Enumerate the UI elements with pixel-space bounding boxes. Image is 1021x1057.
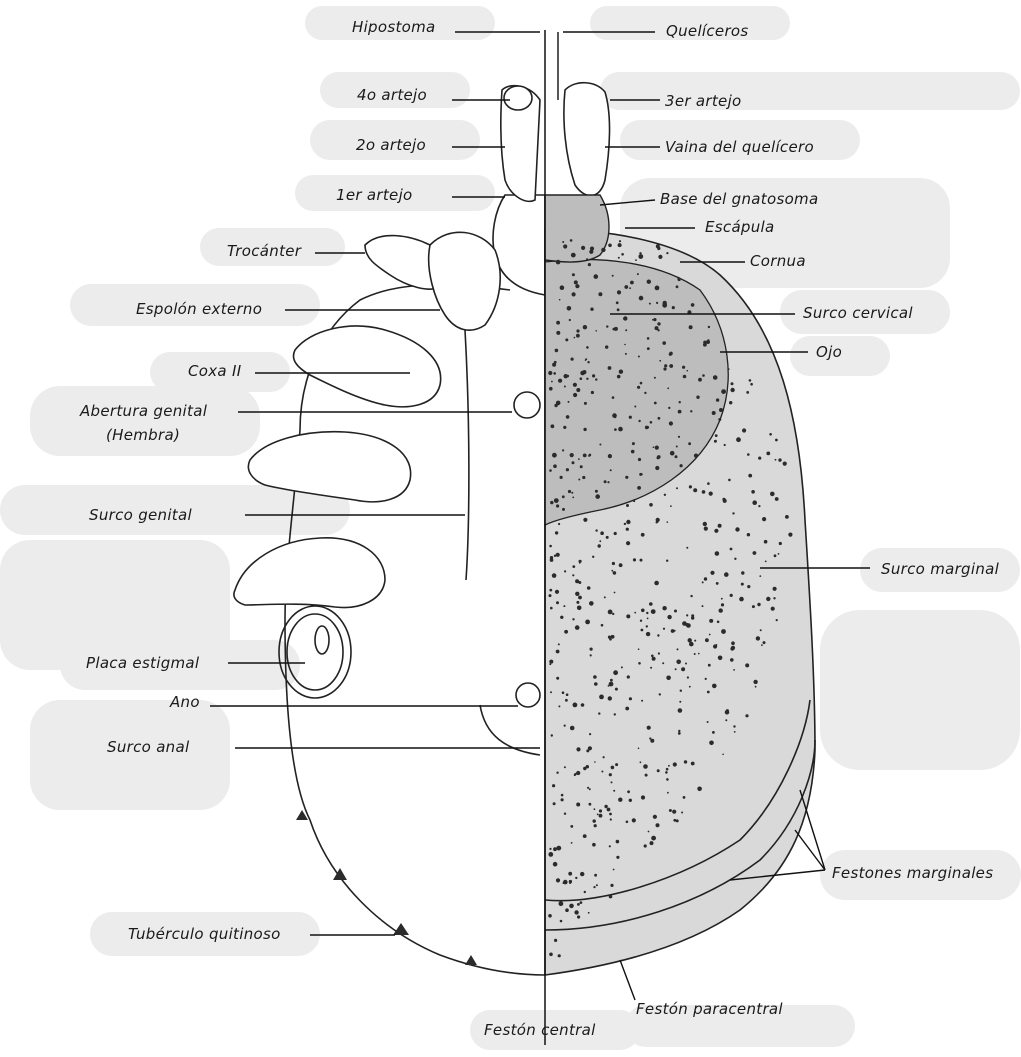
label-hembra: (Hembra) — [106, 426, 180, 444]
label-4o-artejo: 4o artejo — [357, 86, 427, 104]
label-feston-paracentral: Festón paracentral — [636, 1000, 783, 1018]
label-1er-artejo: 1er artejo — [336, 186, 413, 204]
label-coxa-ii: Coxa II — [188, 362, 241, 380]
label-hipostoma: Hipostoma — [352, 18, 436, 36]
label-surco-genital: Surco genital — [89, 506, 192, 524]
label-vaina-del-quelicero: Vaina del quelícero — [665, 138, 814, 156]
label-surco-cervical: Surco cervical — [803, 304, 913, 322]
label-ojo: Ojo — [816, 343, 842, 361]
label-3er-artejo: 3er artejo — [665, 92, 742, 110]
label-surco-anal: Surco anal — [107, 738, 189, 756]
label-espolon-externo: Espolón externo — [136, 300, 262, 318]
label-queliceros: Quelíceros — [666, 22, 749, 40]
label-feston-central: Festón central — [484, 1021, 596, 1039]
label-cornua: Cornua — [750, 252, 806, 270]
label-placa-estigmal: Placa estigmal — [86, 654, 199, 672]
label-trocanter: Trocánter — [227, 242, 301, 260]
label-surco-marginal: Surco marginal — [881, 560, 999, 578]
label-tuberculo-quitinoso: Tubérculo quitinoso — [128, 925, 281, 943]
label-abertura-genital: Abertura genital — [80, 402, 207, 420]
label-festones-marginales: Festones marginales — [832, 864, 993, 882]
label-base-del-gnatosoma: Base del gnatosoma — [660, 190, 818, 208]
label-2o-artejo: 2o artejo — [356, 136, 426, 154]
label-ano: Ano — [170, 693, 200, 711]
label-escapula: Escápula — [705, 218, 775, 236]
